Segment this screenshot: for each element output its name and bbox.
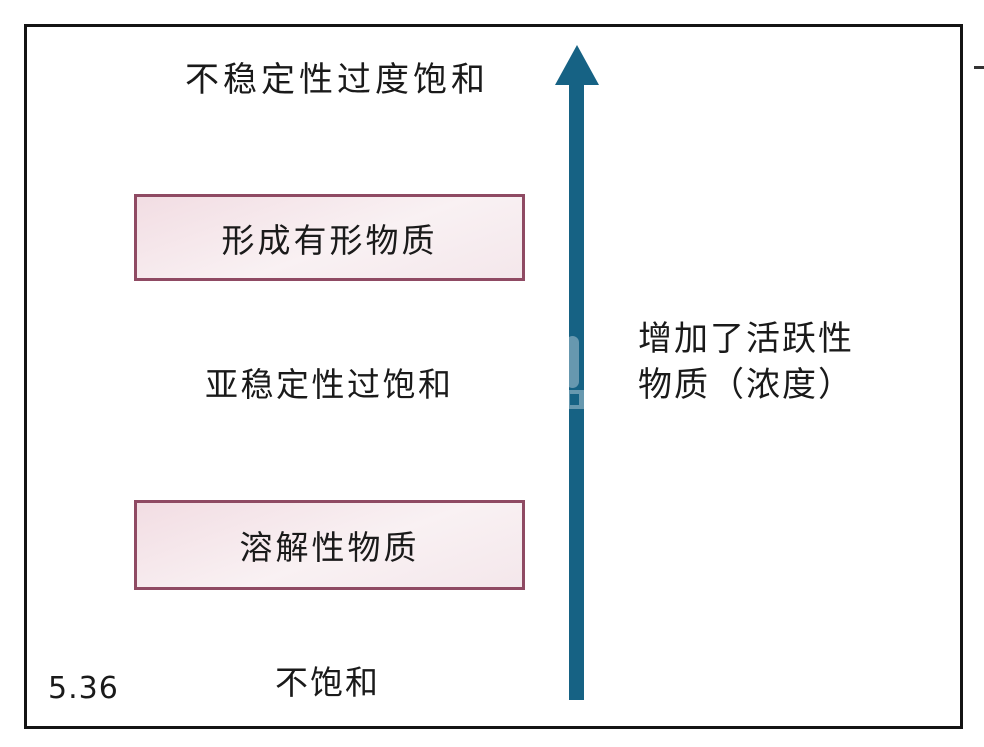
box-dissolved-matter: 溶解性物质 xyxy=(134,500,525,590)
watermark-capsule xyxy=(566,336,579,388)
right-edge-tick xyxy=(974,66,984,69)
up-arrow-icon xyxy=(569,83,584,700)
figure-frame xyxy=(24,24,963,729)
label-unsaturated: 不饱和 xyxy=(275,663,380,702)
box-dissolved-matter-label: 溶解性物质 xyxy=(239,528,420,567)
box-formed-solid-matter-label: 形成有形物质 xyxy=(221,220,438,260)
watermark-hole xyxy=(570,394,579,405)
arrow-annotation-line2: 物质（浓度） xyxy=(638,365,854,405)
up-arrow-head-icon xyxy=(555,45,599,85)
arrow-annotation: 增加了活跃性 物质（浓度） xyxy=(638,316,854,408)
label-unstable-supersaturation: 不稳定性过度饱和 xyxy=(185,60,489,100)
figure-number: 5.36 xyxy=(48,671,119,706)
label-metastable-supersaturation: 亚稳定性过饱和 xyxy=(205,365,454,404)
box-formed-solid-matter: 形成有形物质 xyxy=(134,194,525,281)
arrow-annotation-line1: 增加了活跃性 xyxy=(638,319,854,359)
